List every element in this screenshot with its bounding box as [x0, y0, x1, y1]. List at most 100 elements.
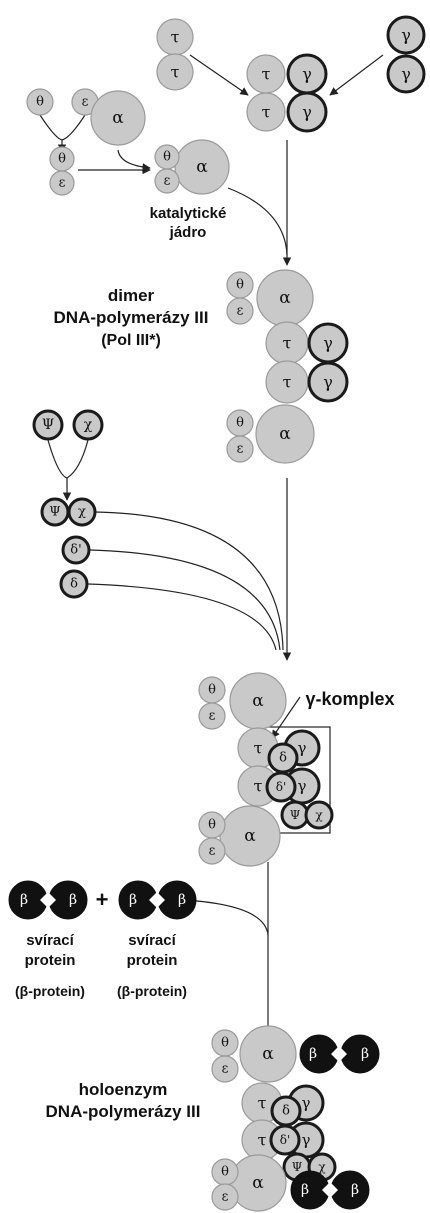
chi-glyph: χ — [315, 808, 323, 822]
epsilon-subunit — [211, 1055, 239, 1083]
gamma-glyph: γ — [302, 1131, 311, 1149]
beta-glyph: β — [301, 1182, 309, 1198]
clamp-label-right-line2: protein — [127, 952, 178, 969]
theta-glyph: θ — [163, 150, 171, 165]
gamma-glyph: γ — [323, 334, 333, 353]
alpha-glyph: α — [112, 108, 124, 128]
psi-glyph: Ψ — [49, 505, 60, 520]
holoenzyme-label-line1: holoenzym — [79, 1080, 168, 1099]
tau-glyph: τ — [258, 1131, 267, 1150]
curve-psi-chi — [94, 511, 284, 651]
gamma-glyph: γ — [302, 65, 312, 84]
theta-epsilon-pair: θ ε — [49, 146, 75, 196]
tau-glyph: τ — [171, 28, 180, 47]
tau-glyph: τ — [254, 777, 263, 796]
catalytic-core-label: katalytické jádro — [150, 205, 227, 241]
free-psi-chi: Ψ χ — [32, 409, 104, 441]
epsilon-subunit — [49, 170, 75, 196]
alpha-glyph: α — [196, 157, 208, 177]
beta-clamp-right: β β — [118, 880, 197, 920]
dimer-label-line2: DNA-polymerázy III — [54, 308, 209, 327]
delta-prime-glyph: δ' — [280, 1133, 291, 1147]
dimer-label-line3: (Pol III*) — [101, 332, 161, 349]
gamma-glyph: γ — [302, 103, 312, 122]
tau-subunit — [246, 92, 286, 132]
gamma-subunit — [307, 361, 349, 403]
delta-glyph: δ — [282, 1104, 290, 1119]
clamp-label-left-line2: protein — [25, 952, 76, 969]
epsilon-subunit — [198, 702, 226, 730]
epsilon-glyph: ε — [222, 1190, 229, 1205]
alpha-glyph: α — [252, 1173, 264, 1193]
gamma-glyph: γ — [401, 26, 411, 45]
psi-subunit — [32, 409, 64, 441]
theta-subunit — [26, 88, 54, 116]
catalytic-core-label-line1: katalytické — [150, 205, 227, 222]
delta-prime-subunit — [269, 1124, 301, 1156]
epsilon-glyph: ε — [209, 844, 216, 859]
alpha-subunit — [239, 1025, 297, 1083]
theta-glyph: θ — [58, 152, 66, 167]
beta-clamp-left: β β — [8, 880, 88, 920]
delta-subunit — [59, 569, 89, 599]
beta-glyph: β — [309, 1046, 317, 1062]
alpha-subunit — [90, 90, 146, 146]
holoenzyme: β β α θ ε τ τ γ δ γ δ' Ψ χ α θ ε β — [211, 1025, 380, 1212]
chi-subunit — [67, 497, 97, 527]
tau-subunit — [156, 53, 194, 91]
alpha-glyph: α — [252, 691, 264, 711]
epsilon-glyph: ε — [59, 176, 66, 191]
free-gamma-pair: γ γ — [386, 15, 426, 94]
theta-glyph: θ — [208, 818, 216, 833]
delta-prime-subunit — [265, 771, 297, 803]
chi-glyph: χ — [84, 417, 93, 433]
theta-glyph: θ — [221, 1036, 229, 1051]
clamp-label-left-line1: svírací — [26, 932, 74, 949]
epsilon-glyph: ε — [222, 1062, 229, 1077]
epsilon-glyph: ε — [164, 174, 171, 189]
delta-glyph: δ — [279, 751, 287, 766]
beta-glyph: β — [20, 892, 28, 908]
epsilon-subunit — [211, 1183, 239, 1211]
arrow-gamma-to-complex — [329, 54, 384, 96]
delta-prime-glyph: δ' — [276, 780, 287, 794]
delta-prime-glyph: δ' — [70, 543, 81, 558]
connector-lines — [39, 54, 384, 1056]
tau-glyph: τ — [254, 739, 263, 758]
psi-glyph: Ψ — [290, 808, 301, 822]
clamp-label-right-line1: svírací — [128, 932, 176, 949]
theta-glyph: θ — [208, 683, 216, 698]
tau-glyph: τ — [283, 373, 292, 392]
holoenzyme-label: holoenzym DNA-polymerázy III — [46, 1080, 201, 1121]
free-delta: δ — [59, 569, 89, 599]
chi-glyph: χ — [318, 1160, 326, 1174]
tau-glyph: τ — [258, 1094, 267, 1113]
alpha-glyph: α — [244, 826, 256, 846]
epsilon-glyph: ε — [209, 709, 216, 724]
gamma-subunit — [286, 91, 328, 133]
beta-glyph: β — [69, 892, 77, 908]
arrow-alpha-to-core — [117, 149, 151, 172]
gamma-glyph: γ — [401, 65, 411, 84]
pol3-with-gamma-complex: α θ ε τ τ γ δ γ δ' Ψ χ α θ ε — [198, 672, 334, 867]
delta-prime-subunit — [61, 535, 91, 565]
tau-glyph: τ — [262, 65, 271, 84]
tau-glyph: τ — [171, 63, 180, 82]
epsilon-glyph: ε — [237, 304, 244, 319]
beta-glyph: β — [361, 1046, 369, 1062]
tau-glyph: τ — [283, 334, 292, 353]
theta-glyph: θ — [36, 95, 44, 110]
gamma-glyph: γ — [302, 1094, 311, 1112]
clamp-label-right-line3: (β-protein) — [117, 983, 187, 999]
gamma-glyph: γ — [298, 739, 307, 757]
alpha-subunit — [255, 404, 315, 464]
theta-glyph: θ — [236, 278, 244, 293]
alpha-glyph: α — [279, 288, 291, 308]
dimer-label-line1: dimer — [108, 286, 155, 305]
psi-glyph: Ψ — [42, 417, 54, 433]
chi-glyph: χ — [78, 505, 86, 520]
alpha-glyph: α — [262, 1044, 274, 1064]
pol3-dimer: α θ ε τ γ τ γ α θ ε — [226, 269, 349, 464]
